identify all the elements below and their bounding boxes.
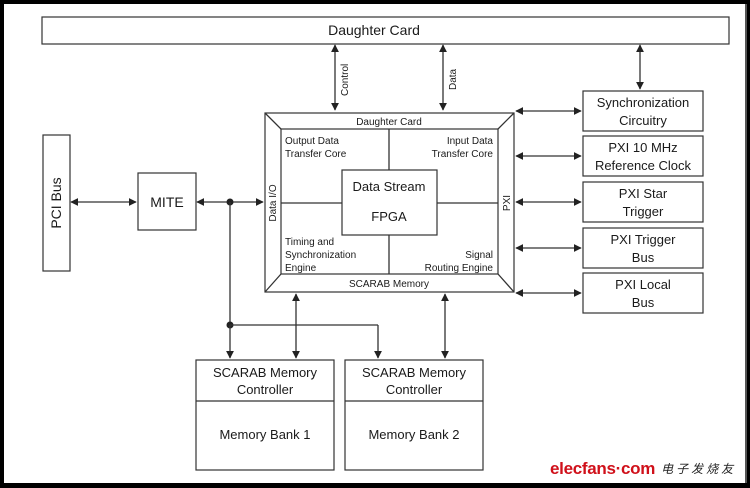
right-block-line2: Bus [632,295,655,310]
control-label: Control [340,64,351,96]
input-core-line1: Input Data [447,136,494,147]
mite-label: MITE [150,194,183,210]
right-block-line2: Reference Clock [595,158,692,173]
pxi-label: PXI [502,195,513,211]
memory-bank-label: Memory Bank 2 [368,427,459,442]
daughter-card-label: Daughter Card [328,22,420,38]
fpga-title-line2: FPGA [371,209,407,224]
output-core-line1: Output Data [285,136,339,147]
pci-bus-label: PCI Bus [48,177,64,228]
right-block-line2: Circuitry [619,113,667,128]
right-block-line1: Synchronization [597,95,690,110]
controller-line2: Controller [237,382,294,397]
fpga-block [264,112,515,293]
watermark-chinese: 电子发烧友 [661,462,737,476]
fpga-title-line1: Data Stream [353,179,426,194]
mite-block [137,172,197,231]
pci-bus-block [42,134,71,272]
right-block-line2: Trigger [623,204,664,219]
timing-engine-line2: Synchronization [285,250,356,261]
data-io-label: Data I/O [268,184,279,221]
routing-engine-line1: Signal [465,250,493,261]
right-block-line1: PXI 10 MHz [608,140,677,155]
right-block-line1: PXI Trigger [610,232,676,247]
routing-engine-line2: Routing Engine [425,263,494,274]
controller-line1: SCARAB Memory [213,365,318,380]
controller-line2: Controller [386,382,443,397]
watermark-logo: elecfans·com [550,458,656,478]
data-label: Data [448,68,459,90]
output-core-line2: Transfer Core [285,149,347,160]
timing-engine-line1: Timing and [285,237,334,248]
daughter-card-bus [41,16,730,45]
right-block-line1: PXI Star [619,186,668,201]
fpga-daughter-card-label: Daughter Card [356,117,422,128]
input-core-line2: Transfer Core [432,149,494,160]
right-block-line1: PXI Local [615,277,671,292]
controller-line1: SCARAB Memory [362,365,467,380]
memory-bank-label: Memory Bank 1 [219,427,310,442]
fpga-scarab-memory-label: SCARAB Memory [349,279,429,290]
watermark: elecfans·com 电子发烧友 [548,455,744,482]
timing-engine-line3: Engine [285,263,317,274]
right-block-line2: Bus [632,250,655,265]
